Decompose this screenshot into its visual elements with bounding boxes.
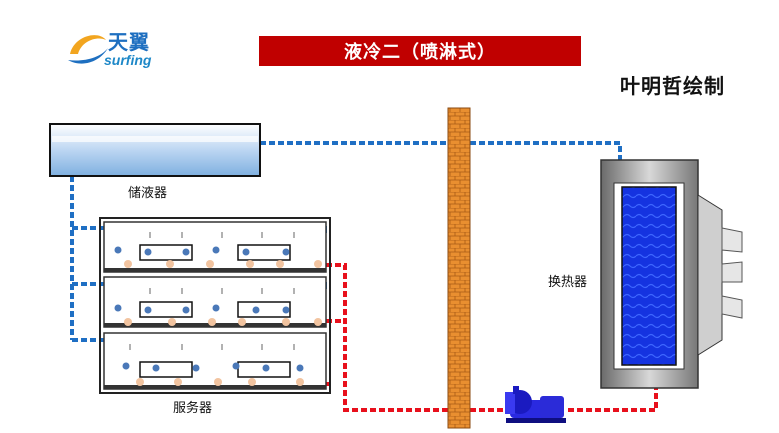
- author-credit: 叶明哲绘制: [620, 74, 725, 98]
- pump-icon: [505, 386, 566, 423]
- hot-pipe-to-hx: [568, 388, 658, 412]
- liquid-tank: [49, 123, 261, 177]
- brick-wall: [447, 107, 471, 429]
- heat-exchanger-coil: [621, 186, 677, 366]
- heat-droplets: [124, 260, 322, 386]
- cold-pipe-top-right: [470, 141, 622, 160]
- spray-nozzles: [129, 232, 295, 350]
- logo-text-en: surfing: [104, 52, 152, 68]
- server-unit-2: [103, 276, 327, 328]
- tank-label: 储液器: [128, 186, 168, 201]
- logo-swoosh-icon: [68, 35, 108, 64]
- server-rack: [99, 217, 331, 394]
- server-label: 服务器: [173, 401, 213, 416]
- fan-icon: [697, 194, 743, 356]
- logo: [64, 24, 174, 74]
- page-title: 液冷二（喷淋式）: [259, 36, 581, 66]
- logo-text-cn: 天翼: [108, 30, 150, 54]
- page-title-text: 液冷二（喷淋式）: [344, 42, 496, 63]
- spray-droplets: [114, 246, 304, 372]
- heat-exchanger: [600, 159, 743, 389]
- heat-exchanger-label: 换热器: [548, 275, 588, 290]
